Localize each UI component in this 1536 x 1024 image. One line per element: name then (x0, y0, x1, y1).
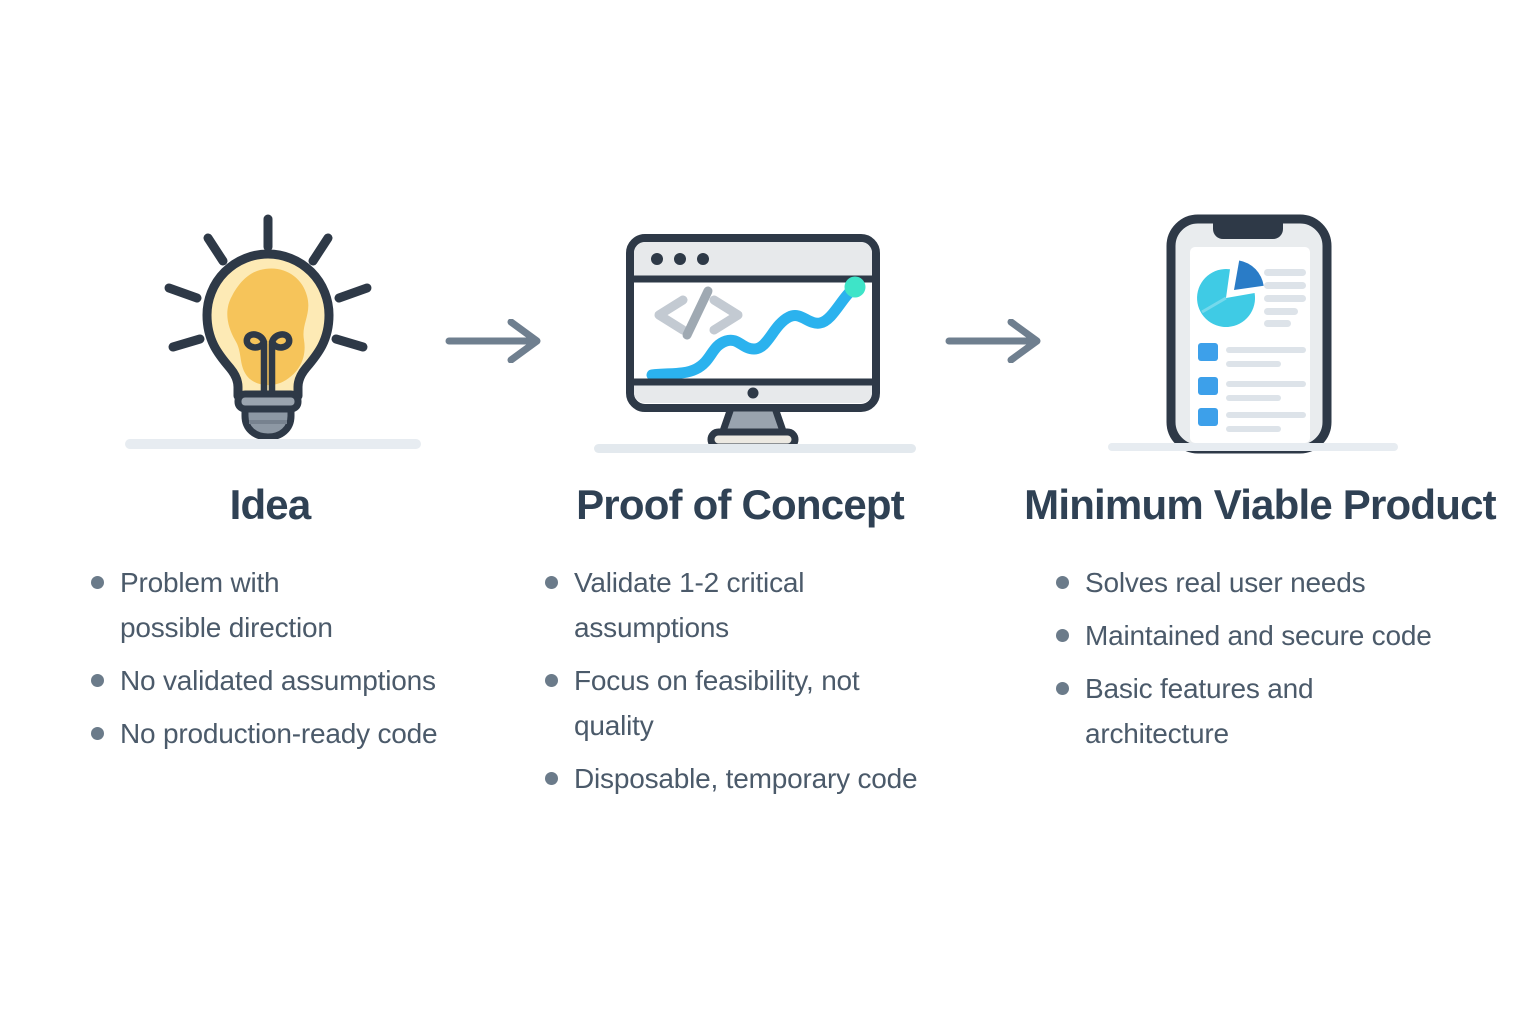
phone-notch (1213, 223, 1283, 239)
monitor-growth-chart-icon (626, 234, 880, 450)
bulb-glow (227, 268, 309, 386)
checklist-square-icon (1198, 377, 1218, 395)
monitor-header-bar (634, 242, 872, 276)
bullet-dot-icon (1056, 682, 1069, 695)
bullet-dot-icon (545, 674, 558, 687)
stage-title-idea: Idea (229, 481, 312, 528)
growth-line-tip (844, 276, 866, 298)
checklist-square-icon (1198, 343, 1218, 361)
code-tag-icon (654, 286, 743, 340)
growth-line-icon (646, 284, 858, 381)
stage-title-proof-of-concept: Proof of Concept (576, 481, 905, 528)
lightbulb-icon (138, 210, 398, 442)
stage-title-mvp: Minimum Viable Product (1024, 481, 1497, 528)
bullet-dot-icon (91, 576, 104, 589)
monitor-chin-dot (747, 387, 759, 399)
stage-bullets-mvp: Solves real user needs Maintained and se… (1056, 560, 1496, 764)
pie-chart-divider (1201, 296, 1227, 314)
bullet-text: No production-ready code (120, 718, 438, 749)
monitor-shadow (594, 444, 916, 453)
smartphone-icon (1166, 214, 1332, 454)
lightbulb-shadow (125, 439, 421, 449)
bullet-text: Solves real user needs (1085, 567, 1366, 598)
bullet-text: Maintained and secure code (1085, 620, 1432, 651)
bullet-text: No validated assumptions (120, 665, 436, 696)
pie-chart-slice (1234, 260, 1264, 290)
phone-side-button (1323, 263, 1331, 307)
checklist-square-icon (1198, 408, 1218, 426)
bullet-text: Problem with possible direction (120, 567, 333, 643)
pie-chart-icon (1197, 269, 1256, 328)
bullet-item: Maintained and secure code (1056, 613, 1496, 658)
bullet-item: Problem with possible direction (91, 560, 511, 650)
bullet-dot-icon (545, 576, 558, 589)
bullet-dot-icon (1056, 629, 1069, 642)
bullet-text: Disposable, temporary code (574, 763, 918, 794)
bullet-dot-icon (545, 772, 558, 785)
bullet-item: No production-ready code (91, 711, 511, 756)
bullet-item: Basic features and architecture (1056, 666, 1496, 756)
light-rays-icon (164, 214, 372, 352)
arrow-right-icon (445, 319, 541, 363)
arrow-right-icon (945, 319, 1041, 363)
bullet-item: Focus on feasibility, not quality (545, 658, 975, 748)
bullet-dot-icon (91, 674, 104, 687)
pie-legend-lines (1264, 269, 1306, 327)
bullet-dot-icon (1056, 576, 1069, 589)
checklist-rows (1198, 343, 1306, 432)
bulb-filament-icon (243, 331, 293, 398)
bullet-text: Focus on feasibility, not quality (574, 665, 860, 741)
bullet-dot-icon (91, 727, 104, 740)
bullet-text: Basic features and architecture (1085, 673, 1314, 749)
window-dots-icon (651, 253, 709, 265)
bullet-item: Validate 1-2 critical assumptions (545, 560, 975, 650)
bullet-text: Validate 1-2 critical assumptions (574, 567, 805, 643)
bullet-item: Solves real user needs (1056, 560, 1496, 605)
lightbulb-svg (164, 214, 372, 441)
smartphone-shadow (1108, 443, 1398, 451)
bullet-item: Disposable, temporary code (545, 756, 975, 801)
bullet-item: No validated assumptions (91, 658, 511, 703)
stage-bullets-proof-of-concept: Validate 1-2 critical assumptions Focus … (545, 560, 975, 809)
stage-bullets-idea: Problem with possible direction No valid… (91, 560, 511, 764)
monitor-svg (626, 234, 880, 450)
smartphone-svg (1166, 214, 1332, 454)
